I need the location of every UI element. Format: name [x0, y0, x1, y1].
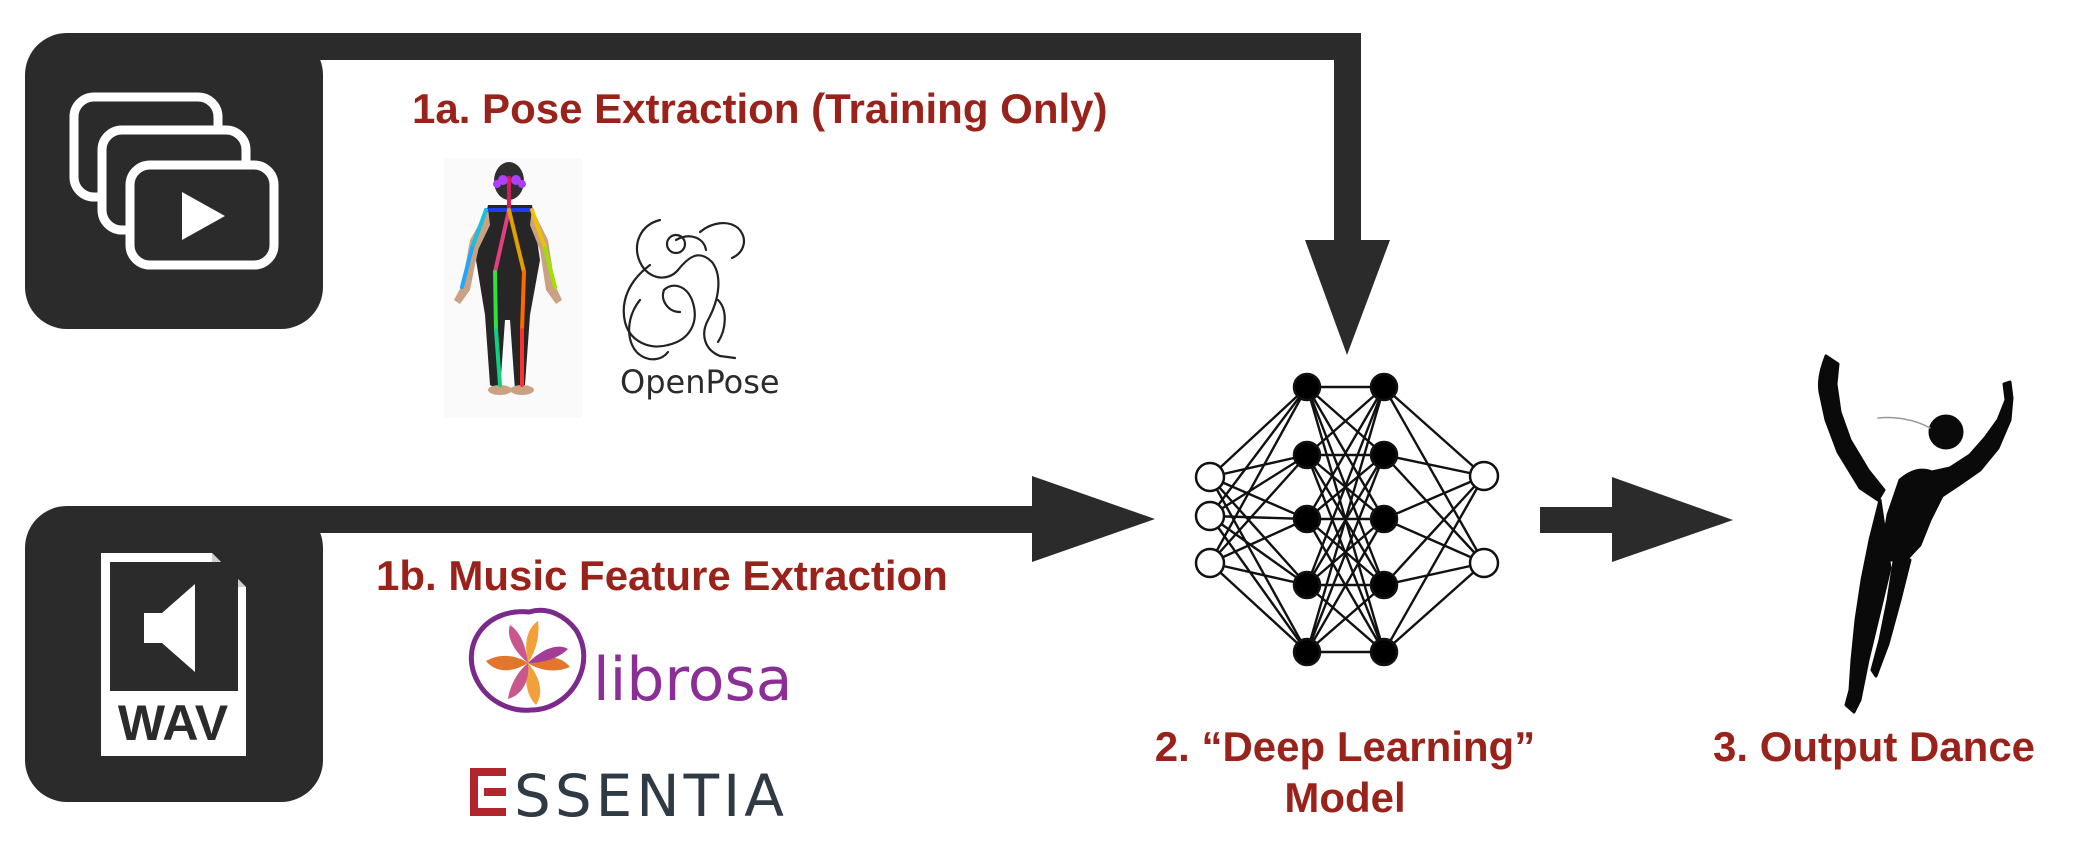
network-node — [1292, 504, 1322, 534]
network-edge — [1305, 386, 1386, 586]
network-edge — [1209, 475, 1308, 521]
wav-file-icon — [101, 553, 246, 756]
network-node — [1194, 461, 1226, 493]
essentia-logo-mark — [470, 768, 506, 816]
network-edge — [1209, 454, 1308, 564]
output-dance-label: 3. Output Dance — [1713, 723, 2036, 770]
network-node — [1194, 547, 1226, 579]
network-edge — [1305, 386, 1386, 653]
video-source-box — [25, 33, 323, 329]
network-node — [1292, 637, 1322, 667]
output-arrow — [1540, 477, 1733, 562]
network-edge — [1383, 386, 1485, 477]
network-edge — [1306, 386, 1385, 456]
model-label-line1: 2. “Deep Learning” — [1154, 723, 1536, 770]
network-edge — [1382, 386, 1486, 564]
video-stack-icon — [69, 92, 279, 270]
network-node — [1194, 500, 1226, 532]
network-edge — [1383, 454, 1485, 564]
music-arrow — [200, 476, 1155, 562]
network-edge — [1209, 453, 1308, 479]
network-node — [1369, 637, 1399, 667]
network-edge — [1208, 386, 1309, 564]
network-node — [1369, 504, 1399, 534]
network-edge — [1209, 476, 1308, 586]
librosa-logo-text: librosa — [593, 645, 793, 715]
network-edge — [1209, 515, 1308, 586]
network-edge — [1383, 475, 1485, 586]
network-edge — [1209, 453, 1308, 518]
neural-network-icon — [1194, 372, 1500, 667]
pose-skeleton-figure — [444, 158, 582, 418]
network-edge — [1383, 517, 1485, 565]
network-node — [1292, 570, 1322, 600]
model-label-line2: Model — [1284, 774, 1406, 821]
network-nodes — [1194, 372, 1500, 667]
pose-extraction-label: 1a. Pose Extraction (Training Only) — [412, 85, 1108, 132]
openpose-logo-text: OpenPose — [620, 363, 780, 401]
network-edge — [1209, 562, 1308, 653]
openpose-logo-drawing — [622, 218, 746, 361]
network-connections — [1208, 385, 1486, 654]
network-node — [1292, 440, 1322, 470]
audio-source-box: WAV — [25, 506, 323, 802]
network-edge — [1209, 386, 1308, 478]
wav-file-extension: WAV — [118, 695, 229, 751]
network-edge — [1382, 475, 1486, 653]
network-edge — [1209, 514, 1308, 521]
music-extraction-label: 1b. Music Feature Extraction — [376, 552, 948, 599]
dancer-silhouette — [1818, 354, 2014, 714]
network-edge — [1305, 454, 1386, 653]
network-edge — [1383, 561, 1485, 587]
network-edge — [1209, 561, 1308, 587]
pose-arrow — [200, 33, 1390, 355]
network-node — [1292, 372, 1322, 402]
network-node — [1369, 372, 1399, 402]
librosa-logo-mark — [468, 607, 587, 713]
network-node — [1369, 570, 1399, 600]
network-edge — [1306, 584, 1385, 653]
network-edge — [1305, 518, 1386, 653]
network-edge — [1305, 386, 1386, 520]
network-edge — [1383, 474, 1485, 521]
network-edge — [1383, 562, 1485, 653]
network-edge — [1209, 517, 1308, 565]
network-node — [1468, 547, 1500, 579]
network-edge — [1383, 453, 1485, 478]
network-edge — [1209, 386, 1308, 517]
network-node — [1369, 440, 1399, 470]
network-edge — [1209, 515, 1308, 653]
network-node — [1468, 460, 1500, 492]
essentia-logo-text: SSENTIA — [514, 762, 788, 830]
